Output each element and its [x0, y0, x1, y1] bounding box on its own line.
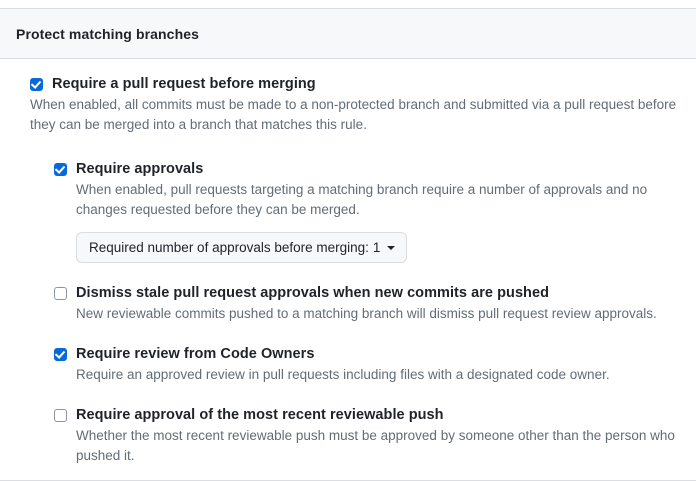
label-require-review-from-code-owners[interactable]: Require review from Code Owners [76, 346, 315, 362]
checkbox-require-approvals[interactable] [54, 163, 67, 176]
setting-require-approvals: Require approvals When enabled, pull req… [54, 160, 693, 263]
panel-body: Require a pull request before merging Wh… [0, 59, 696, 480]
setting-dismiss-stale-pull-request-approvals: Dismiss stale pull request approvals whe… [54, 284, 693, 324]
label-dismiss-stale-pull-request-approvals[interactable]: Dismiss stale pull request approvals whe… [76, 285, 549, 301]
spacer [16, 385, 693, 406]
check-icon [54, 163, 66, 174]
spacer [16, 324, 693, 345]
description-require-approvals: When enabled, pull requests targeting a … [76, 182, 648, 217]
spacer [16, 135, 693, 160]
required-approvals-select-label: Required number of approvals before merg… [89, 240, 369, 255]
check-icon [54, 348, 66, 359]
description-require-approval-most-recent-reviewable-push: Whether the most recent reviewable push … [76, 428, 675, 463]
check-icon [30, 78, 42, 89]
description-dismiss-stale-pull-request-approvals: New reviewable commits pushed to a match… [76, 306, 657, 321]
checkbox-require-approval-most-recent-reviewable-push[interactable] [54, 409, 67, 422]
checkbox-require-review-from-code-owners[interactable] [54, 348, 67, 361]
panel-header: Protect matching branches [0, 9, 696, 59]
chevron-down-icon [387, 245, 396, 250]
setting-require-pull-request-before-merging: Require a pull request before merging Wh… [30, 75, 693, 135]
label-require-pull-request-before-merging[interactable]: Require a pull request before merging [52, 76, 316, 92]
required-approvals-select[interactable]: Required number of approvals before merg… [76, 232, 408, 263]
description-require-review-from-code-owners: Require an approved review in pull reque… [76, 367, 610, 382]
checkbox-row[interactable]: Require review from Code Owners [54, 345, 693, 364]
page-title: Protect matching branches [16, 25, 199, 42]
checkbox-row[interactable]: Dismiss stale pull request approvals whe… [54, 284, 693, 303]
setting-require-review-from-code-owners: Require review from Code Owners Require … [54, 345, 693, 385]
label-require-approval-most-recent-reviewable-push[interactable]: Require approval of the most recent revi… [76, 407, 444, 423]
checkbox-require-pull-request-before-merging[interactable] [30, 78, 43, 91]
checkbox-row[interactable]: Require a pull request before merging [30, 75, 693, 94]
checkbox-dismiss-stale-pull-request-approvals[interactable] [54, 287, 67, 300]
setting-require-approval-most-recent-reviewable-push: Require approval of the most recent revi… [54, 406, 693, 466]
checkbox-row[interactable]: Require approvals [54, 160, 693, 179]
checkbox-row[interactable]: Require approval of the most recent revi… [54, 406, 693, 425]
spacer [16, 263, 693, 284]
protect-matching-branches-panel: Protect matching branches Require a pull… [0, 8, 696, 481]
label-require-approvals[interactable]: Require approvals [76, 161, 204, 177]
required-approvals-select-value: 1 [372, 240, 381, 255]
description-require-pull-request-before-merging: When enabled, all commits must be made t… [30, 97, 677, 132]
